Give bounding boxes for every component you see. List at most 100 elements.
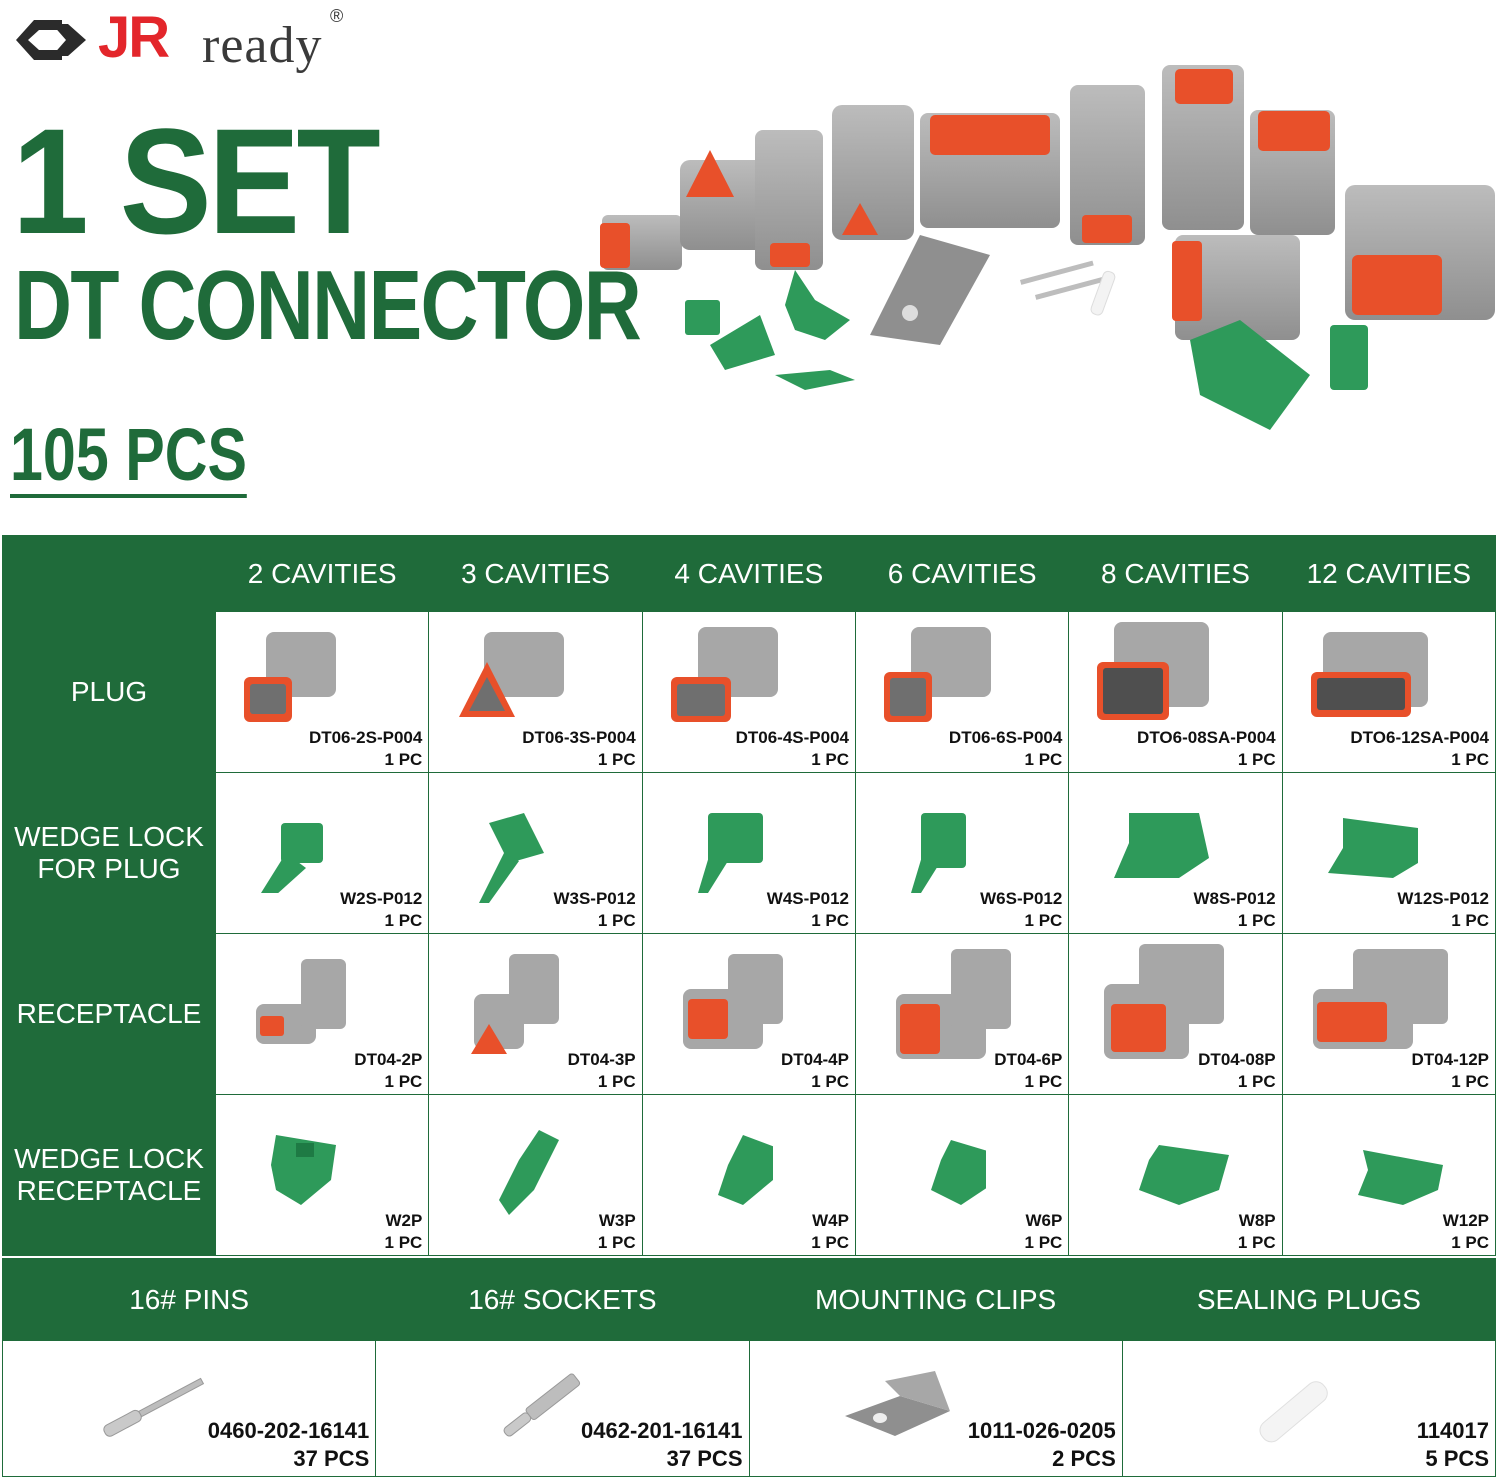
brand-ready-text: ready [202, 17, 323, 74]
accessory-header: SEALING PLUGS [1121, 1258, 1497, 1341]
product-cell[interactable]: DT06-4S-P004 1 PC [641, 611, 856, 773]
part-number: W6S-P012 [980, 889, 1063, 908]
product-cell[interactable]: W4S-P012 1 PC [641, 772, 856, 934]
brand-jr-text: JR [98, 5, 170, 70]
row-receptacle: RECEPTACLE DT04-2P 1 PC DT04-3P 1 PC DT0… [2, 933, 1497, 1095]
row-label-receptacle: RECEPTACLE [2, 933, 216, 1095]
wedge-lock-w12p-icon [1357, 1150, 1443, 1205]
product-cell[interactable]: W8S-P012 1 PC [1068, 772, 1283, 934]
quantity: 2 PCS [1052, 1446, 1116, 1471]
part-number: DT04-12P [1411, 1050, 1489, 1069]
wedge-lock-w3s-icon [479, 813, 545, 903]
product-cell[interactable]: W2S-P012 1 PC [214, 772, 430, 934]
product-cell[interactable]: W2P 1 PC [214, 1094, 430, 1256]
title-line-2: DT CONNECTOR [14, 250, 642, 360]
wedge-lock-w12s-icon [1327, 818, 1418, 878]
product-cell[interactable]: DTO6-12SA-P004 1 PC [1281, 611, 1497, 773]
piece-count: 105 PCS [10, 413, 247, 498]
grid-corner [2, 535, 216, 612]
quantity: 1 PC [1237, 750, 1276, 769]
quantity: 1 PC [597, 911, 636, 930]
product-cell[interactable]: W8P 1 PC [1068, 1094, 1283, 1256]
product-cell[interactable]: W12S-P012 1 PC [1281, 772, 1497, 934]
row-label-line: WEDGE LOCK [14, 821, 204, 852]
sealing-plug-icon [1259, 1381, 1328, 1443]
quantity: 1 PC [1024, 911, 1063, 930]
product-cell[interactable]: W3P 1 PC [428, 1094, 643, 1256]
plug-6-cavity-icon [883, 627, 991, 722]
column-header: 12 CAVITIES [1281, 535, 1497, 612]
hero-wedge-locks [685, 270, 1368, 430]
accessory-cell[interactable]: 0462-201-16141 37 PCS [375, 1340, 750, 1477]
quantity: 1 PC [1451, 1233, 1489, 1252]
part-number: W6P [1025, 1211, 1063, 1230]
title-line-1: 1 SET [12, 97, 381, 265]
hero-receptacle-2pin [755, 130, 823, 270]
quantity: 37 PCS [293, 1446, 370, 1471]
grid-header-row: 2 CAVITIES 3 CAVITIES 4 CAVITIES 6 CAVIT… [2, 535, 1497, 612]
product-cell[interactable]: DT04-12P 1 PC [1281, 933, 1497, 1095]
receptacle-3-pin-icon [471, 954, 560, 1054]
hero-receptacle-4pin [1070, 85, 1145, 245]
pin-icon [103, 1377, 205, 1437]
quantity: 37 PCS [666, 1446, 743, 1471]
row-label-plug: PLUG [2, 611, 216, 773]
hero-receptacle-3pin [832, 105, 914, 240]
part-number: DT04-2P [354, 1050, 423, 1069]
product-cell[interactable]: DT04-6P 1 PC [854, 933, 1070, 1095]
quantity: 1 PC [1237, 1233, 1276, 1252]
part-number: DTO6-08SA-P004 [1137, 728, 1276, 747]
product-cell[interactable]: W12P 1 PC [1281, 1094, 1497, 1256]
product-cell[interactable]: W6S-P012 1 PC [854, 772, 1070, 934]
hero-plug-12pin [920, 113, 1060, 228]
column-header: 2 CAVITIES [214, 535, 430, 612]
plug-8-cavity-icon [1097, 622, 1210, 720]
product-cell[interactable]: DT06-2S-P004 1 PC [214, 611, 430, 773]
accessory-cell[interactable]: 114017 5 PCS [1121, 1340, 1497, 1477]
quantity: 1 PC [811, 911, 849, 930]
accessory-cell[interactable]: 0460-202-16141 37 PCS [1, 1340, 377, 1477]
quantity: 1 PC [384, 1233, 423, 1252]
jr-logo-icon [16, 20, 86, 60]
connector-grid: 2 CAVITIES 3 CAVITIES 4 CAVITIES 6 CAVIT… [2, 535, 1497, 1256]
wedge-lock-w8s-icon [1114, 813, 1210, 878]
part-number: 114017 [1416, 1418, 1489, 1443]
product-cell[interactable]: DT06-6S-P004 1 PC [854, 611, 1070, 773]
product-cell[interactable]: DT04-08P 1 PC [1068, 933, 1283, 1095]
part-number: DT06-2S-P004 [308, 728, 423, 747]
column-header: 6 CAVITIES [854, 535, 1070, 612]
product-cell[interactable]: W4P 1 PC [641, 1094, 856, 1256]
receptacle-6-pin-icon [895, 949, 1011, 1059]
quantity: 1 PC [597, 750, 636, 769]
quantity: 1 PC [1024, 750, 1063, 769]
product-cell[interactable]: DTO6-08SA-P004 1 PC [1068, 611, 1283, 773]
part-number: W4P [812, 1211, 849, 1230]
wedge-lock-w3p-icon [499, 1130, 560, 1215]
hero-pins [1019, 260, 1116, 316]
column-header: 8 CAVITIES [1068, 535, 1283, 612]
part-number: DT04-3P [567, 1050, 636, 1069]
clip-icon [844, 1371, 950, 1436]
part-number: DT04-4P [780, 1050, 849, 1069]
product-cell[interactable]: W6P 1 PC [854, 1094, 1070, 1256]
plug-3-cavity-icon [459, 632, 565, 717]
product-cell[interactable]: DT06-3S-P004 1 PC [428, 611, 643, 773]
product-cell[interactable]: DT04-2P 1 PC [214, 933, 430, 1095]
row-label-line: FOR PLUG [37, 853, 181, 884]
product-cell[interactable]: DT04-4P 1 PC [641, 933, 856, 1095]
accessory-cell[interactable]: 1011-026-0205 2 PCS [748, 1340, 1123, 1477]
receptacle-8-pin-icon [1104, 944, 1225, 1059]
quantity: 1 PC [1024, 1233, 1063, 1252]
quantity: 1 PC [811, 750, 849, 769]
receptacle-4-pin-icon [682, 954, 783, 1049]
receptacle-2-pin-icon [256, 959, 346, 1044]
product-cell[interactable]: DT04-3P 1 PC [428, 933, 643, 1095]
hero-plug-8pin [1345, 185, 1495, 320]
column-header: 4 CAVITIES [641, 535, 856, 612]
wedge-lock-w2p-icon [271, 1135, 336, 1205]
part-number: W3S-P012 [553, 889, 636, 908]
product-cell[interactable]: W3S-P012 1 PC [428, 772, 643, 934]
